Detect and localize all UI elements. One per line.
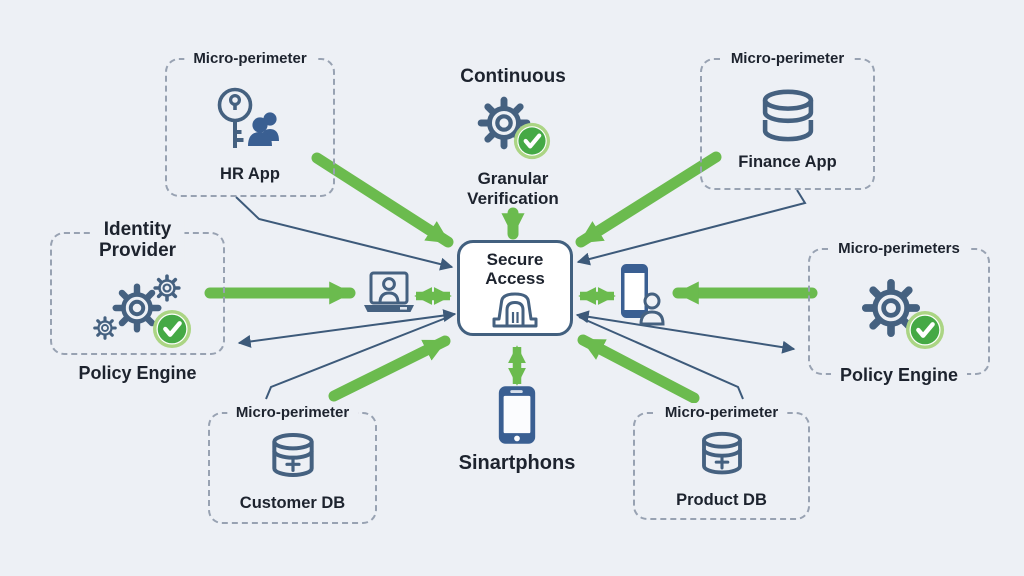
hr-app-icons [217, 87, 279, 148]
identity-provider-title: Identity Provider [90, 219, 185, 261]
node-name: Customer DB [239, 494, 346, 512]
line-center-to-policy-right [575, 310, 796, 354]
check-badge-icon [152, 309, 190, 347]
micro-perimeter-label: Micro-perimeter [721, 49, 854, 69]
smartphone-icon [498, 386, 536, 444]
node-name: HR App [220, 164, 280, 183]
database-icon [757, 88, 819, 146]
database-plus-icon [701, 431, 742, 475]
arrow-customerdb-to-center [328, 335, 451, 402]
line-hr-to-center [235, 196, 454, 271]
micro-perimeters-label: Micro-perimeters [829, 239, 969, 259]
gate-icon [492, 292, 538, 328]
database-plus-icon [271, 433, 314, 477]
micro-perimeter-label: Micro-perimeter [655, 403, 788, 423]
key-icon [217, 87, 253, 148]
node-policy-engine-right: Micro-perimeters Policy Engine [808, 239, 990, 385]
mobile-user-icon [621, 264, 665, 326]
line-productdb-to-center [578, 316, 744, 400]
node-continuous-verification: Continuous Granular Verification [437, 66, 589, 209]
arrow-finance-to-center [575, 151, 722, 248]
policy-engine-caption: Policy Engine [830, 365, 968, 385]
node-product-db: Micro-perimeter Product DB [633, 403, 810, 520]
micro-perimeter-label: Micro-perimeter [184, 49, 316, 69]
caption-line: Granular [477, 169, 549, 188]
policy-engine-caption: Policy Engine [78, 363, 197, 383]
node-hr-app: Micro-perimeter HR App [165, 49, 335, 197]
micro-perimeter-label: Micro-perimeter [226, 403, 359, 423]
secure-access-title: Secure [486, 250, 544, 269]
line-finance-to-center [576, 189, 807, 266]
line-center-to-identity [237, 309, 457, 348]
line-customerdb-to-center [265, 315, 452, 400]
verification-icon [457, 90, 569, 164]
node-name: Finance App [738, 153, 837, 171]
node-finance-app: Micro-perimeter Finance App [700, 49, 875, 190]
node-identity-provider: Identity Provider Policy Engine [50, 219, 225, 383]
node-secure-access: Secure Access [457, 240, 573, 336]
check-badge-icon [906, 310, 944, 348]
caption-line: Verification [467, 189, 559, 208]
arrow-productdb-to-center [577, 334, 700, 404]
smartphones-label: Sinartphons [458, 452, 576, 474]
node-smartphones: Sinartphons [457, 385, 577, 475]
node-name: Product DB [676, 491, 767, 509]
laptop-user-icon [364, 271, 414, 312]
secure-access-title: Access [485, 269, 545, 288]
node-customer-db: Micro-perimeter Customer DB [208, 403, 377, 524]
gear-icon [837, 272, 961, 352]
continuous-title: Continuous [460, 66, 566, 87]
users-icon [248, 111, 279, 146]
arrow-hr-to-center [311, 152, 454, 248]
gears-icon [92, 273, 196, 353]
check-badge-icon [514, 123, 550, 159]
